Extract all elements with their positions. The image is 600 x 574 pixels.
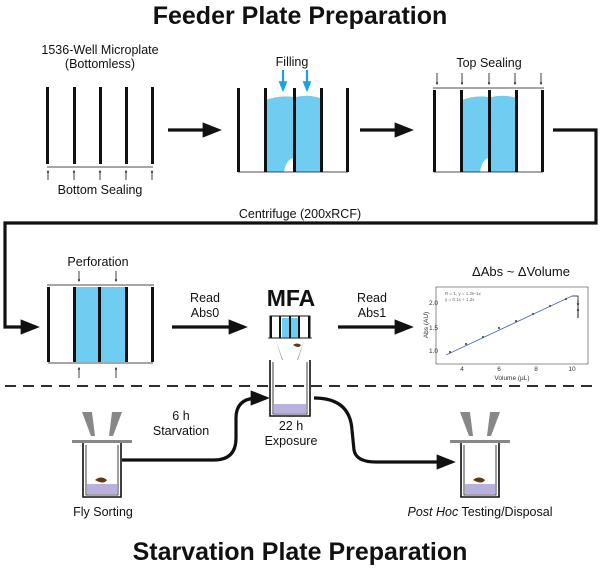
clamp-bar — [450, 440, 510, 443]
well-wall — [73, 287, 76, 362]
well-wall — [346, 88, 349, 172]
microplate-label-line1: 1536-Well Microplate — [41, 43, 158, 57]
clamp-bar — [72, 440, 132, 443]
microplate-label-line2: (Bottomless) — [65, 57, 135, 71]
liquid-well — [491, 95, 517, 172]
read-abs0-line2: Abs0 — [191, 306, 220, 320]
ytick: 2.0 — [429, 300, 438, 307]
mfa-starvation-well — [269, 360, 311, 417]
well-wall — [433, 90, 436, 172]
liquid-well — [291, 318, 298, 338]
centrifuge-label: Centrifuge (200xRCF) — [239, 207, 361, 221]
well-wall — [125, 87, 128, 164]
top-sealing-arrows — [435, 73, 543, 86]
liquid-well — [266, 96, 293, 172]
xtick: 10 — [568, 366, 576, 373]
y-axis-label: Abs (AU) — [423, 312, 430, 338]
equation-line1: R = 1, y = 1.2e-1x — [445, 291, 482, 296]
microplate-bottomless: 1536-Well Microplate (Bottomless) Bottom… — [41, 43, 158, 197]
fly-icon — [95, 477, 107, 483]
equation-line2: y = 0.1x + 1.2x — [445, 297, 475, 302]
well-wall — [515, 90, 518, 172]
ytick: 1.0 — [429, 348, 438, 355]
bottom-sealing-label: Bottom Sealing — [58, 183, 143, 197]
well-wall — [99, 87, 102, 164]
well-wall — [320, 88, 323, 172]
read-abs1-line2: Abs1 — [358, 306, 387, 320]
starvation-plate-title: Starvation Plate Preparation — [133, 538, 468, 566]
filling-plate: Filling — [237, 55, 349, 173]
xtick: 8 — [534, 366, 538, 373]
sucrose-agar — [87, 484, 117, 494]
clamp-right — [109, 412, 122, 436]
plot-frame — [435, 286, 589, 365]
sucrose-agar — [465, 484, 495, 494]
fly-sorting-well — [72, 412, 132, 498]
well-wall — [46, 87, 49, 164]
read-abs0-line1: Read — [190, 291, 220, 305]
data-points — [448, 297, 568, 354]
clamp-left — [82, 412, 95, 436]
xtick: 4 — [460, 366, 464, 373]
relation-label: ΔAbs ~ ΔVolume — [472, 264, 570, 279]
read-abs1-line1: Read — [357, 291, 387, 305]
fly-sorting-label: Fly Sorting — [73, 505, 133, 519]
liquid-well — [75, 287, 98, 362]
perforation-label: Perforation — [67, 255, 128, 269]
well-wall — [264, 88, 267, 172]
filling-label: Filling — [276, 55, 309, 69]
liquid-well — [101, 287, 126, 362]
mfa-assembly: MFA — [267, 285, 316, 417]
post-hoc-label: Post Hoc Testing/Disposal — [408, 505, 553, 519]
sucrose-agar — [274, 404, 306, 413]
fly-icon — [473, 477, 485, 483]
clamp-right — [487, 412, 500, 436]
liquid-well — [282, 318, 289, 338]
air-bubble — [480, 158, 488, 172]
ytick: 1.5 — [429, 325, 438, 332]
well-wall — [237, 88, 240, 172]
well-wall — [47, 287, 50, 362]
starvation-line1: 6 h — [172, 409, 189, 423]
feeder-plate-title: Feeder Plate Preparation — [153, 2, 448, 30]
well-wall — [488, 90, 491, 172]
mfa-label: MFA — [267, 285, 316, 311]
xtick: 6 — [497, 366, 501, 373]
x-axis-label: Volume (µL) — [494, 375, 529, 382]
bottom-sealing-arrows — [46, 169, 154, 180]
clamp-left — [460, 412, 473, 436]
perforation-plate: Perforation — [47, 255, 154, 378]
starvation-arrow — [122, 390, 270, 462]
centrifuge-connector-arrow — [3, 128, 598, 335]
well-wall — [73, 87, 76, 164]
exposure-line1: 22 h — [279, 419, 303, 433]
top-sealing-label: Top Sealing — [456, 56, 521, 70]
well-wall — [541, 90, 544, 172]
mfa-clamp — [276, 341, 304, 360]
well-wall — [125, 287, 128, 362]
fly-icon — [293, 343, 301, 347]
liquid-well — [296, 95, 320, 172]
starvation-line2: Starvation — [153, 424, 209, 438]
post-hoc-arrow — [313, 396, 456, 470]
well-wall — [151, 87, 154, 164]
liquid-well — [462, 96, 488, 172]
post-hoc-well — [450, 412, 510, 498]
well-wall — [460, 90, 463, 172]
top-sealing-plate: Top Sealing — [433, 56, 544, 173]
well-wall — [98, 287, 101, 362]
air-bubble — [284, 158, 293, 172]
calibration-plot: ΔAbs ~ ΔVolume R = 1, y = 1.2e-1x y = 0.… — [423, 264, 589, 382]
well-wall — [293, 88, 296, 172]
well-wall — [151, 287, 154, 362]
exposure-line2: Exposure — [265, 434, 318, 448]
